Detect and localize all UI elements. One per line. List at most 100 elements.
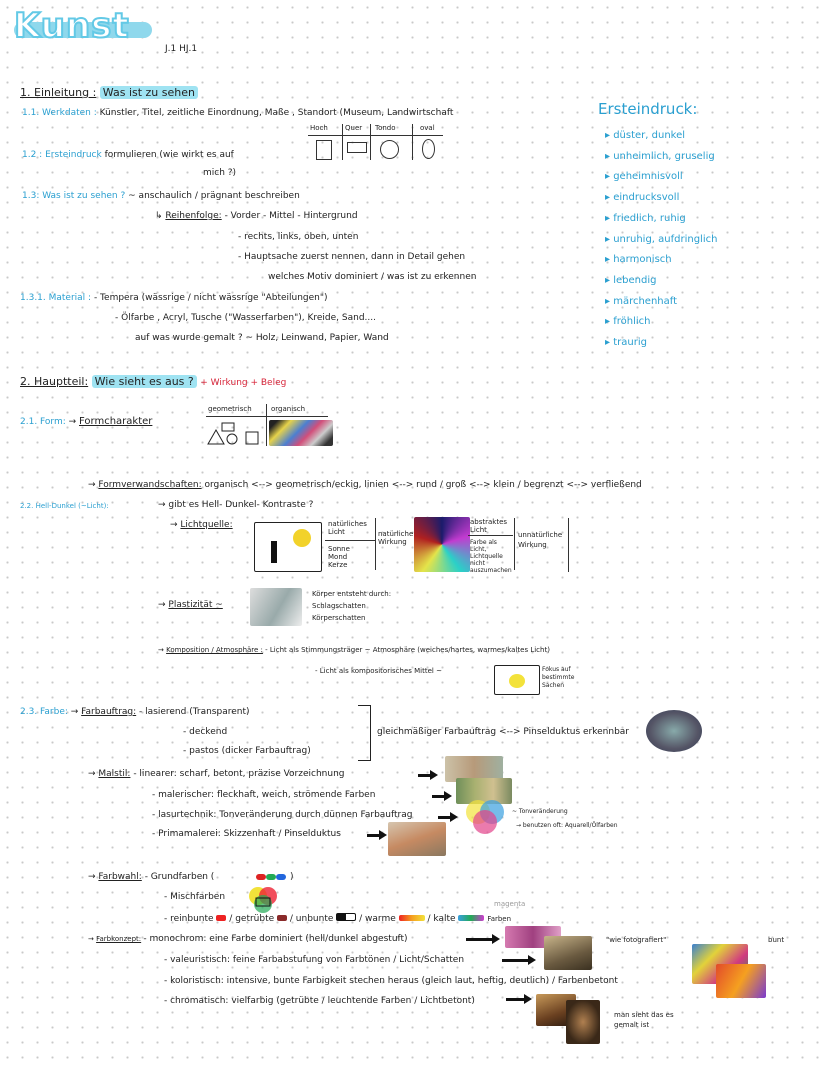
- tonv2-text: → benutzen oft: Aquarell/Ölfarben: [516, 822, 618, 829]
- malstil-label: Malstil:: [98, 769, 131, 779]
- reihenfolge-item: - Hauptsache zuerst nennen, dann in Deta…: [238, 252, 466, 262]
- abstract-light-image: [414, 517, 470, 572]
- list-item: ▸ friedlich, ruhig: [605, 212, 686, 224]
- auftrag-item: - lasierend (Transparent): [139, 707, 250, 717]
- lq-divider: [514, 518, 515, 570]
- getruebt-swatch: [277, 915, 288, 921]
- material-item: auf was wurde gemalt ? ~ Holz, Leinwand,…: [135, 333, 389, 343]
- wie-foto: "wie fotografiert": [606, 936, 667, 944]
- painterly-painting: [456, 778, 512, 804]
- reihenfolge-item: - Vorder - Mittel - Hintergrund: [224, 211, 358, 221]
- material-item: - Tempera (wässrige / nicht wässrige "Ab…: [93, 293, 328, 303]
- portrait-shape: [316, 140, 332, 160]
- list-item: ▸ märchenhaft: [605, 295, 678, 307]
- num-2-3: 2.3. Farbe:: [20, 707, 68, 717]
- konzept-item: - chromatisch: vielfarbig (getrübte / le…: [164, 996, 475, 1006]
- list-item: ▸ harmonisch: [605, 254, 672, 266]
- s2-highlight: Wie sieht es aus ?: [91, 375, 197, 388]
- unbunt-swatch: [336, 913, 357, 921]
- s1-heading: 1. Einleitung : Was ist zu sehen: [20, 86, 198, 99]
- lq-line: → Lichtquelle:: [170, 520, 233, 530]
- s2-red: + Wirkung + Beleg: [200, 378, 287, 388]
- format-quer: Quer: [345, 124, 363, 132]
- format-tondo: Tondo: [375, 124, 396, 132]
- arrow-head: [430, 770, 438, 780]
- form-divider: [266, 404, 267, 446]
- date: J.1 HJ.1: [165, 44, 198, 54]
- lq-rule: [468, 535, 513, 536]
- green-swatch-icon: [266, 874, 276, 880]
- s1-num: 1. Einleitung :: [20, 86, 97, 99]
- sun-icon: [293, 529, 311, 547]
- form-line: 2.1. Form: → Formcharakter: [20, 416, 153, 427]
- format-divider: [412, 124, 413, 160]
- reinbunt-swatch: [216, 915, 227, 921]
- komp-line: → Komposition / Atmosphäre : - Licht als…: [158, 646, 550, 654]
- oval-shape: [422, 139, 435, 159]
- arrow-head: [524, 994, 532, 1004]
- formverw-text: organisch <--> geometrisch/eckig, linien…: [204, 480, 642, 490]
- nat-licht: natürliches Licht: [328, 520, 367, 536]
- malstil-item: - lasurtechnik: Tonveränderung durch dün…: [152, 810, 413, 820]
- title-highlight: [14, 22, 152, 38]
- konzept-item: - valeuristisch: feine Farbabstufung von…: [164, 955, 465, 965]
- num-2-2: 2.2. Hell-Dunkel (~Licht):: [20, 502, 109, 510]
- abs-list: Farbe als Licht, Lichtquelle nicht auszu…: [470, 539, 512, 574]
- chromatic-painting-2: [566, 1000, 600, 1044]
- s2-num: 2. Hauptteil:: [20, 375, 89, 388]
- mixing-icon: [249, 887, 277, 913]
- lq-divider: [375, 518, 376, 570]
- list-item: ▸ unheimlich, gruselig: [605, 150, 715, 162]
- lq-label: Lichtquelle:: [180, 520, 233, 530]
- color-overlay-icon: [466, 800, 504, 834]
- list-item: ▸ unruhig, aufdringlich: [605, 233, 718, 245]
- landscape-shape: [347, 142, 367, 153]
- cold-swatch: [458, 915, 485, 921]
- round-shape: [380, 140, 399, 159]
- format-rule: [308, 135, 443, 136]
- reihenfolge: ↳ Reihenfolge: - Vorder - Mittel - Hinte…: [155, 211, 358, 221]
- malstil-item: - linearer: scharf, betont, präzise Vorz…: [133, 769, 345, 779]
- num-1-2: 1.2 :: [22, 150, 43, 160]
- list-item: ▸ lebendig: [605, 274, 657, 286]
- spotlight-icon: [509, 674, 525, 688]
- nat-wirkung: natürliche Wirkung: [378, 530, 414, 546]
- list-item: ▸ geheimnisvoll: [605, 171, 683, 183]
- kolorit-painting-2: [716, 964, 766, 998]
- bracket: [358, 705, 371, 761]
- malstil-item: - Primamalerei: Skizzenhaft / Pinseldukt…: [152, 829, 341, 839]
- arrow-head: [379, 830, 387, 840]
- geometric-shapes-icon: [207, 422, 259, 445]
- format-hoch: Hoch: [310, 124, 328, 132]
- grund-end: ): [290, 872, 294, 882]
- form-rule: [206, 416, 328, 417]
- arrow: [367, 834, 381, 837]
- arrow: [466, 938, 494, 941]
- org-label: organisch: [271, 405, 306, 413]
- arrow: [502, 959, 530, 962]
- misch-text: - Mischfarben: [164, 892, 226, 902]
- ersteindruck-link: Ersteindruck: [45, 150, 102, 160]
- nat-list: Sonne Mond Kerze: [328, 545, 350, 569]
- plast-line: → Plastizität ~: [158, 600, 223, 610]
- material-item: - Ölfarbe , Acryl, Tusche ("Wasserfarben…: [115, 313, 376, 323]
- komp-2: - Licht als kompositorisches Mittel ~: [315, 667, 442, 675]
- natural-light-image: [254, 522, 322, 572]
- blue-swatch-icon: [276, 874, 286, 880]
- format-divider: [370, 124, 371, 160]
- red-swatch-icon: [256, 874, 266, 880]
- arrow-head: [450, 812, 458, 822]
- text-1-1: Künstler, Titel, zeitliche Einordnung, M…: [99, 108, 454, 118]
- page-title: Kunst: [13, 5, 130, 47]
- reihenfolge-label: Reihenfolge:: [165, 211, 222, 221]
- fokus-image: [494, 665, 540, 695]
- komp-label: Komposition / Atmosphäre :: [166, 646, 263, 654]
- arrow: [506, 998, 526, 1001]
- line-1-1: 1.1. Werkdaten : Künstler, Titel, zeitli…: [22, 108, 453, 118]
- arrow: [432, 795, 446, 798]
- num-1-1: 1.1. Werkdaten :: [22, 108, 97, 118]
- gleich-text: gleichmäßiger Farbauftrag <--> Pinselduk…: [377, 727, 630, 737]
- line-1-2: 1.2 : Ersteindruck formulieren (wie wirk…: [22, 150, 234, 160]
- line-1-3-1: 1.3.1. Material : - Tempera (wässrige / …: [20, 293, 328, 303]
- abs-licht: abstraktes Licht: [470, 518, 508, 534]
